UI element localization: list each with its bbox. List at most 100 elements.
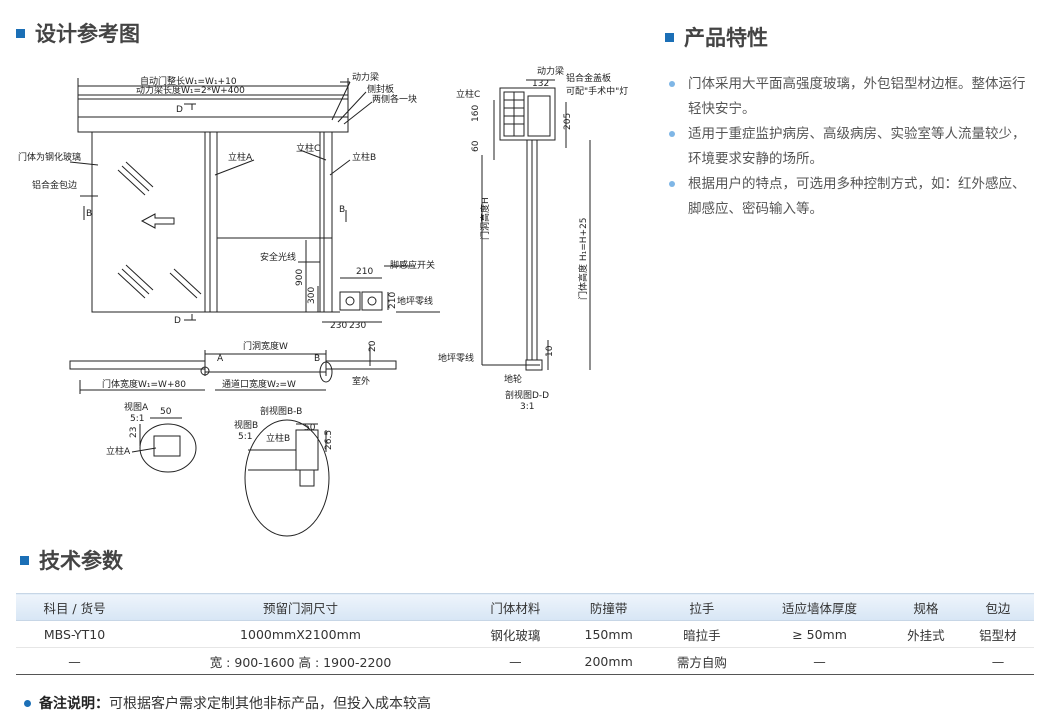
label-sec-60: 60 bbox=[471, 140, 481, 152]
table-cell: 150mm bbox=[562, 620, 655, 648]
label-post-a2: 立柱A bbox=[106, 445, 131, 457]
label-post-b2: 立柱B bbox=[266, 432, 290, 444]
header-cell: 规格 bbox=[889, 593, 962, 621]
bullet-dot-icon bbox=[24, 699, 31, 707]
label-post-c: 立柱C bbox=[296, 142, 320, 154]
table-cell: 宽 : 900-1600 高 : 1900-2200 bbox=[133, 647, 468, 675]
feature-text: 门体采用大平面高强度玻璃，外包铝型材边框。整体运行轻快安宁。 bbox=[688, 76, 1026, 117]
bullet-dot-icon bbox=[669, 81, 675, 87]
label-d-top: D bbox=[176, 105, 183, 115]
table-cell: — bbox=[16, 647, 134, 675]
label-sec-205: 205 bbox=[563, 113, 573, 130]
table-cell: 钢化玻璃 bbox=[467, 620, 563, 648]
label-sec-lamp: 可配"手术中"灯 bbox=[566, 85, 628, 97]
feature-text: 根据用户的特点，可选用多种控制方式，如：红外感应、脚感应、密码输入等。 bbox=[688, 176, 1026, 217]
label-each-side: 两侧各一块 bbox=[372, 93, 417, 105]
label-dim-50a: 50 bbox=[160, 407, 172, 417]
label-sec-floor: 地坪零线 bbox=[438, 352, 474, 364]
header-cell: 科目 / 货号 bbox=[16, 593, 134, 621]
label-dim-210: 210 bbox=[356, 267, 373, 277]
label-sec-door-h: 门体高度 H₁=H+25 bbox=[577, 217, 589, 300]
label-post-a: 立柱A bbox=[228, 151, 253, 163]
label-b-left: B bbox=[86, 209, 92, 219]
label-door-width: 门体宽度W₁=W+80 bbox=[102, 378, 186, 390]
label-dim-300: 300 bbox=[307, 287, 317, 304]
section-title-design-text: 设计参考图 bbox=[35, 22, 140, 46]
label-sec-160: 160 bbox=[471, 105, 481, 122]
table-cell: 铝型材 bbox=[961, 620, 1034, 648]
header-cell: 拉手 bbox=[654, 593, 750, 621]
section-title-features: 产品特性 bbox=[665, 22, 768, 52]
label-sec-beam: 动力梁 bbox=[537, 65, 564, 77]
table-cell: 暗拉手 bbox=[654, 620, 750, 648]
table-row: MBS-YT10 1000mmX2100mm 钢化玻璃 150mm 暗拉手 ≥ … bbox=[16, 620, 1034, 648]
table-row: — 宽 : 900-1600 高 : 1900-2200 — 200mm 需方自… bbox=[16, 647, 1034, 675]
label-d-bottom: D bbox=[174, 316, 181, 326]
spec-table: 科目 / 货号 预留门洞尺寸 门体材料 防撞带 拉手 适应墙体厚度 规格 包边 … bbox=[16, 593, 1034, 675]
design-drawing: 自动门整长W₁=W₁+10 动力梁长度W₁=2*W+400 动力梁 侧封板 两侧… bbox=[18, 65, 628, 537]
label-outdoor: 室外 bbox=[352, 375, 370, 387]
label-plan-a: A bbox=[217, 354, 224, 364]
table-cell: MBS-YT10 bbox=[16, 620, 134, 648]
label-dim-230a: 230 bbox=[330, 321, 347, 331]
remark-label: 备注说明： bbox=[39, 696, 109, 712]
table-cell: 需方自购 bbox=[654, 647, 750, 675]
table-cell: ≥ 50mm bbox=[749, 620, 890, 648]
label-sec-cover: 铝合金盖板 bbox=[566, 72, 611, 84]
header-cell: 适应墙体厚度 bbox=[749, 593, 890, 621]
feature-list: 门体采用大平面高强度玻璃，外包铝型材边框。整体运行轻快安宁。 适用于重症监护病房… bbox=[668, 72, 1038, 222]
label-total-width: 自动门整长W₁=W₁+10 bbox=[140, 75, 237, 87]
header-cell: 包边 bbox=[961, 593, 1034, 621]
section-title-tech: 技术参数 bbox=[20, 545, 123, 575]
label-sec-wheel: 地轮 bbox=[504, 373, 522, 385]
table-cell: — bbox=[961, 647, 1034, 675]
label-sec-post-c: 立柱C bbox=[456, 88, 480, 100]
label-dim-23: 23 bbox=[129, 427, 139, 438]
label-pass-width: 通道口宽度W₂=W bbox=[222, 378, 296, 390]
table-cell: — bbox=[467, 647, 563, 675]
label-dim-210v: 210 bbox=[388, 292, 398, 309]
label-section-bb: 剖视图B-B bbox=[260, 405, 302, 417]
section-title-features-text: 产品特性 bbox=[684, 26, 768, 50]
label-scale-a: 5:1 bbox=[130, 414, 144, 424]
label-door-hole-width: 门洞宽度W bbox=[243, 340, 288, 352]
label-view-a: 视图A bbox=[124, 401, 149, 413]
label-foot-switch: 脚感应开关 bbox=[390, 259, 435, 271]
feature-item: 根据用户的特点，可选用多种控制方式，如：红外感应、脚感应、密码输入等。 bbox=[668, 172, 1038, 222]
label-sec-hole-h: 门洞高度H bbox=[479, 197, 491, 240]
header-cell: 预留门洞尺寸 bbox=[133, 593, 468, 621]
table-cell: — bbox=[749, 647, 890, 675]
label-view-b: 视图B bbox=[234, 419, 258, 431]
label-beam-length: 动力梁长度W₁=2*W+400 bbox=[136, 84, 245, 96]
label-dim-50b: 50 bbox=[304, 423, 316, 433]
title-square-icon bbox=[20, 555, 29, 565]
bullet-dot-icon bbox=[669, 181, 675, 187]
label-dim-265: 26.5 bbox=[324, 430, 334, 450]
label-dim-230b: 230 bbox=[349, 321, 366, 331]
table-cell: 200mm bbox=[562, 647, 655, 675]
label-safety-beam: 安全光线 bbox=[260, 251, 296, 263]
remark-text: 可根据客户需求定制其他非标产品，但投入成本较高 bbox=[109, 696, 431, 712]
title-square-icon bbox=[16, 28, 25, 38]
table-cell: 1000mmX2100mm bbox=[133, 620, 468, 648]
feature-text: 适用于重症监护病房、高级病房、实验室等人流量较少，环境要求安静的场所。 bbox=[688, 126, 1026, 167]
label-al-edge: 铝合金包边 bbox=[32, 179, 77, 191]
feature-item: 门体采用大平面高强度玻璃，外包铝型材边框。整体运行轻快安宁。 bbox=[668, 72, 1038, 122]
section-title-design: 设计参考图 bbox=[16, 18, 140, 48]
power-beam-shape bbox=[77, 98, 349, 133]
label-post-b: 立柱B bbox=[352, 151, 376, 163]
label-power-beam: 动力梁 bbox=[352, 71, 379, 83]
title-square-icon bbox=[665, 32, 674, 42]
remark-note: 备注说明： 可根据客户需求定制其他非标产品，但投入成本较高 bbox=[24, 693, 431, 713]
label-side-plate: 侧封板 bbox=[367, 83, 394, 95]
section-title-tech-text: 技术参数 bbox=[39, 549, 123, 573]
label-dim-20: 20 bbox=[368, 340, 378, 352]
table-header-row: 科目 / 货号 预留门洞尺寸 门体材料 防撞带 拉手 适应墙体厚度 规格 包边 bbox=[16, 593, 1034, 621]
label-floor-line: 地坪零线 bbox=[397, 295, 433, 307]
label-plan-b: B bbox=[314, 354, 320, 364]
label-sec-132: 132 bbox=[532, 79, 549, 89]
header-cell: 门体材料 bbox=[467, 593, 563, 621]
feature-item: 适用于重症监护病房、高级病房、实验室等人流量较少，环境要求安静的场所。 bbox=[668, 122, 1038, 172]
header-cell: 防撞带 bbox=[562, 593, 655, 621]
label-scale-b: 5:1 bbox=[238, 432, 252, 442]
